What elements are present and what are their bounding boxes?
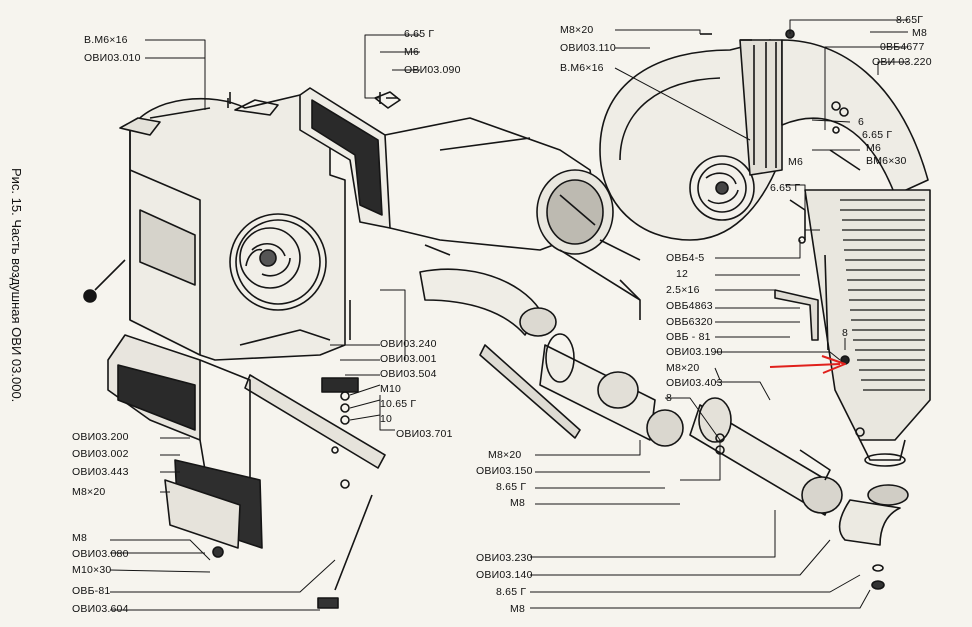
left-fan-housing	[83, 92, 346, 361]
label-6: 6	[858, 116, 865, 128]
label-865g-bot: 8.65 Г	[496, 586, 527, 598]
label-m8-mid: M8	[510, 497, 525, 509]
label-m8-bot: M8	[510, 603, 525, 615]
label-m8x20-top: M8×20	[560, 24, 594, 36]
label-865g-mid: 8.65 Г	[496, 481, 527, 493]
label-12: 12	[676, 268, 689, 280]
label-ovi03240: ОВИ03.240	[380, 338, 437, 350]
label-m6-r: M6	[866, 142, 881, 154]
label-25x16: 2.5×16	[666, 284, 700, 296]
grille-tower	[781, 39, 931, 467]
label-ovi03150: ОВИ03.150	[476, 465, 533, 477]
label-8-right: 8	[842, 327, 849, 339]
label-m8x20-r: M8×20	[666, 362, 700, 374]
label-m10-mid: M10	[380, 383, 402, 395]
brackets-hardware	[227, 29, 865, 609]
label-ovb81-left: ОВБ-81	[72, 585, 111, 597]
label-ovi03090: ОВИ03.090	[404, 64, 461, 76]
label-ovi03403: ОВИ03.403	[666, 377, 723, 389]
label-ovi03140: ОВИ03.140	[476, 569, 533, 581]
label-ovi03220: ОВИ 03.220	[872, 56, 932, 68]
label-m10x30: M10×30	[72, 564, 112, 576]
red-arrow	[769, 355, 846, 374]
top-duct	[299, 87, 641, 340]
label-665g-top: 6.65 Г	[404, 28, 435, 40]
lower-left-panel	[107, 334, 263, 558]
curved-pipe	[419, 244, 557, 337]
label-ovi03230: ОВИ03.230	[476, 552, 533, 564]
label-ovi03010: ОВИ03.010	[84, 52, 141, 64]
label-ovi03200: ОВИ03.200	[72, 431, 129, 443]
label-m8-tr: M8	[912, 27, 927, 39]
label-ovi03001: ОВИ03.001	[380, 353, 437, 365]
label-10: 10	[380, 413, 393, 425]
label-ovb81-r: ОВБ - 81	[666, 331, 711, 343]
label-1065g: 10.65 Г	[380, 398, 417, 410]
label-ovb64677: 0ВБ4677	[880, 41, 925, 53]
label-bm6x16-top: B.M6×16	[560, 62, 604, 74]
label-ovb6320: ОВБ6320	[666, 316, 713, 328]
label-665g-center: 6.65 Г	[770, 182, 801, 194]
label-ovi03701: ОВИ03.701	[396, 428, 453, 440]
leader-lines	[109, 19, 908, 611]
label-8-mid: 8	[666, 392, 673, 404]
label-ovi03190: ОВИ03.190	[666, 346, 723, 358]
label-ovi03110: ОВИ03.110	[560, 42, 616, 54]
right-fan-housing	[599, 39, 783, 301]
label-m8x20-left: M8×20	[72, 486, 106, 498]
label-m6-top: M6	[404, 46, 419, 58]
label-m8x20-mid: M8×20	[488, 449, 522, 461]
label-ovi03080: ОВИ03.080	[72, 548, 129, 560]
label-bm6x16-left: B.M6×16	[84, 34, 128, 46]
label-665g-r: 6.65 Г	[862, 129, 893, 141]
label-ovi03443: ОВИ03.443	[72, 466, 129, 478]
label-865g-tr: 8.65Г	[896, 14, 924, 26]
label-m6-center: M6	[788, 156, 803, 168]
label-bm6x30: BM6×30	[866, 155, 907, 167]
label-m8-left: M8	[72, 532, 87, 544]
figure-caption: Рис. 15. Часть воздушная ОВИ 03.000.	[9, 168, 24, 403]
elbow-pipe	[838, 484, 909, 590]
label-ovi03604: ОВИ03.604	[72, 603, 129, 615]
straight-pipe-2	[689, 397, 843, 516]
label-ovb645: ОВБ4-5	[666, 252, 705, 264]
label-ovi03002: ОВИ03.002	[72, 448, 129, 460]
label-ovb4863: ОВБ4863	[666, 300, 713, 312]
label-ovi03504: ОВИ03.504	[380, 368, 437, 380]
straight-pipe-1	[479, 333, 684, 447]
